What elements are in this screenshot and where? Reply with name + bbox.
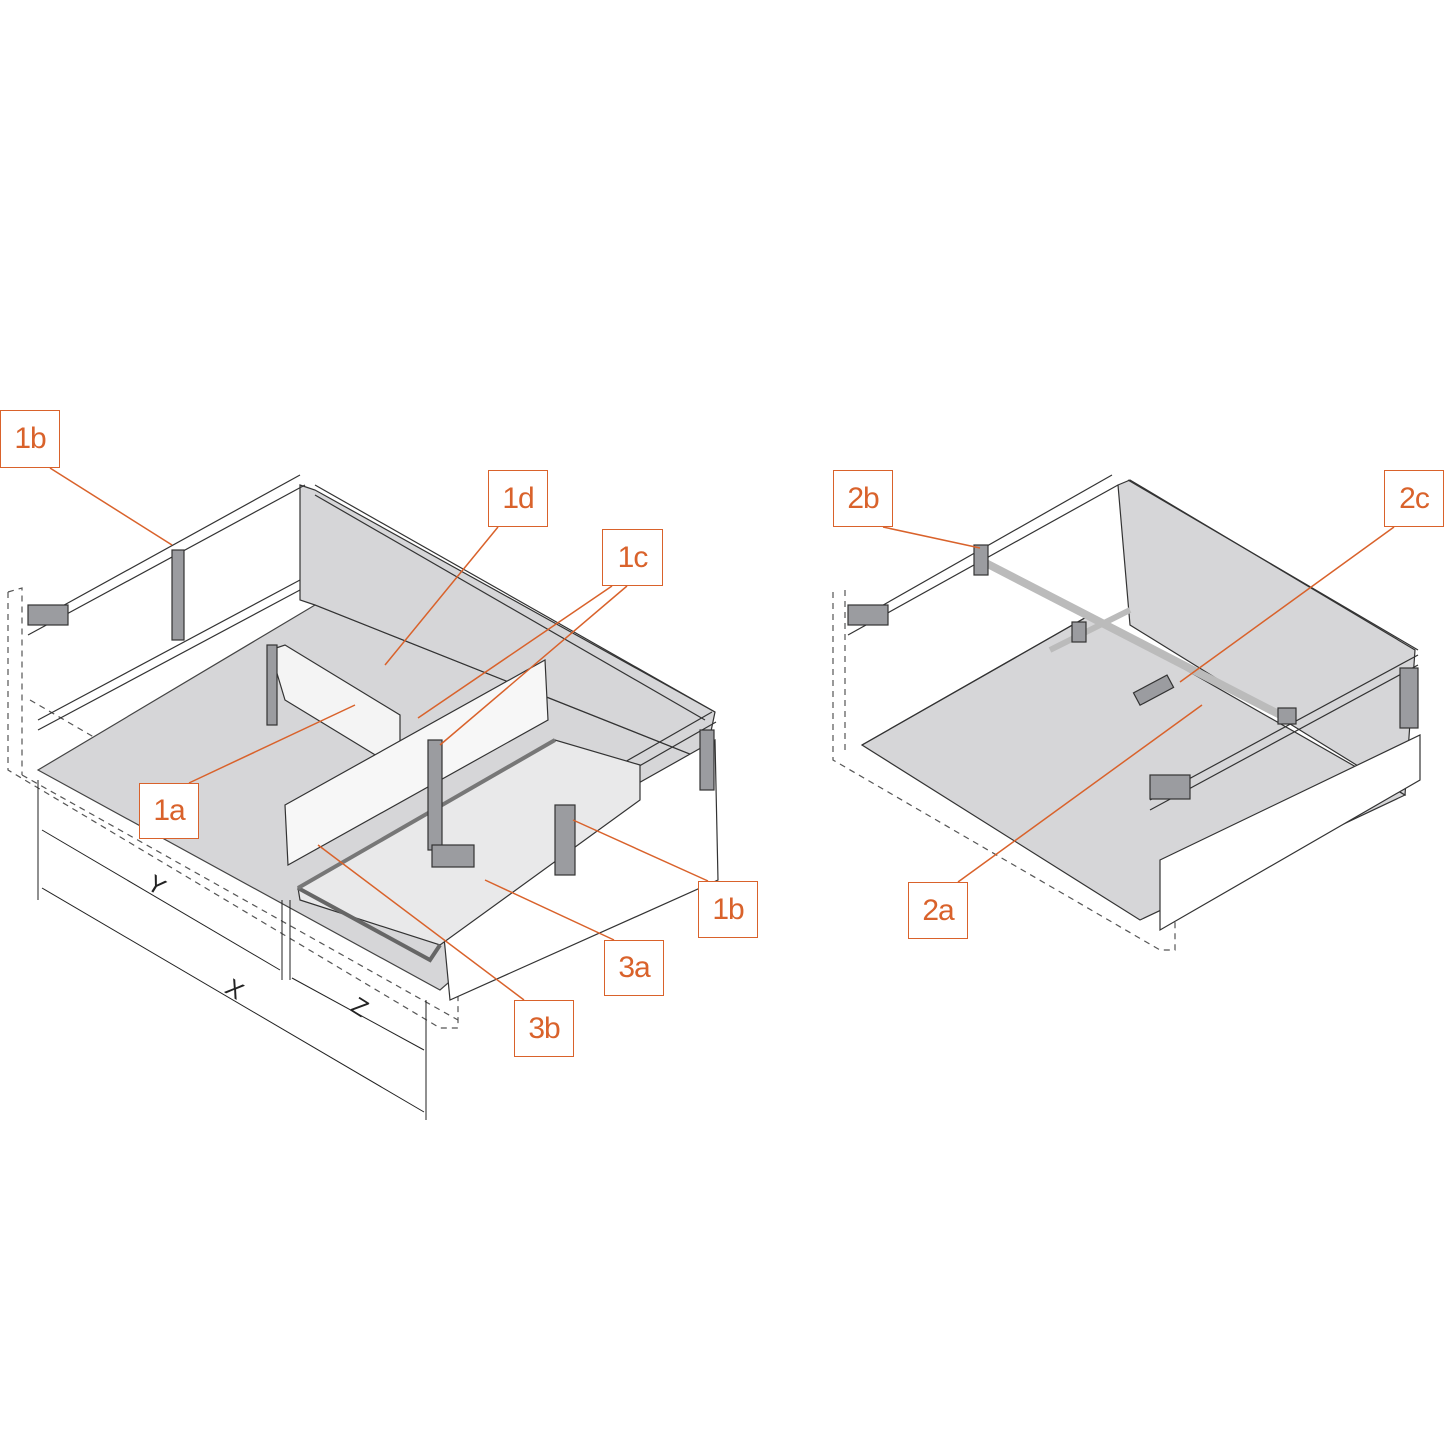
connector-2b: [973, 544, 989, 576]
callout-2c: 2c: [1384, 470, 1444, 527]
leader-line-2c: [1179, 526, 1395, 683]
post-1d: [266, 644, 278, 726]
leader-line-1c-secondary: [439, 585, 628, 746]
cross-rail-long: [978, 556, 1292, 724]
connector-mid: [1071, 621, 1087, 643]
post-1b-top: [171, 549, 185, 641]
leader-line-1d: [384, 526, 499, 666]
front-connector: [431, 844, 475, 868]
leader-line-3a: [484, 879, 615, 941]
right-drawer: [832, 474, 1421, 951]
leader-line-2a: [957, 704, 1203, 883]
divider-3b-panel: [284, 659, 549, 866]
callout-2a: 2a: [908, 882, 968, 939]
leader-line-3b: [317, 844, 525, 1001]
leader-line-1b_right: [572, 819, 709, 882]
leader-line-1b_top: [49, 467, 173, 546]
back-right-bracket: [699, 729, 715, 791]
leader-line-1c: [417, 585, 613, 719]
left-side-connector: [27, 604, 69, 626]
callout-1d: 1d: [488, 470, 548, 527]
right-side-connector: [847, 604, 889, 626]
right-front-side-panel: [1159, 734, 1421, 932]
connector-right: [1277, 707, 1297, 725]
callout-2b: 2b: [833, 470, 893, 527]
right-front-connector: [1149, 774, 1191, 800]
callout-1b_top: 1b: [0, 410, 60, 468]
holder-2c: [1132, 674, 1175, 707]
callout-3a: 3a: [604, 940, 664, 996]
callout-leader-lines: [49, 467, 1395, 1001]
callout-1a: 1a: [139, 783, 199, 839]
right-back-bracket: [1399, 667, 1419, 729]
leader-line-2b: [882, 526, 981, 549]
callout-1c: 1c: [602, 529, 663, 586]
post-1b-right: [554, 804, 576, 876]
dimension-lines: [37, 780, 427, 1120]
leader-line-1a: [188, 704, 356, 784]
post-1c: [427, 739, 443, 851]
callout-1b_right: 1b: [698, 881, 758, 938]
cross-rail-short: [1048, 607, 1132, 653]
callout-3b: 3b: [514, 1000, 574, 1057]
